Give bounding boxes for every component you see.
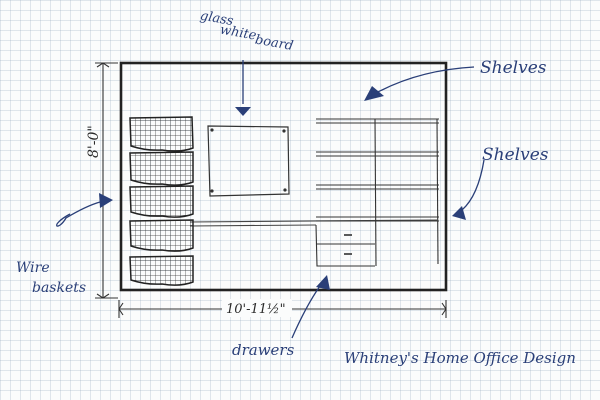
svg-text:glass: glass	[199, 9, 235, 30]
svg-text:white: white	[219, 23, 258, 44]
drawers-label: drawers	[232, 341, 295, 359]
shelves-side-label: Shelves	[482, 145, 549, 165]
wire-basket	[129, 151, 194, 186]
svg-text:Wire: Wire	[16, 260, 50, 276]
arrowhead-icon	[99, 193, 113, 208]
arrowhead-icon	[452, 206, 466, 220]
wire-basket	[129, 219, 194, 252]
height-dimension-label: 8'-0"	[86, 125, 102, 158]
desk-counter	[189, 219, 438, 227]
drawers-arrow	[291, 275, 330, 339]
arrowhead-icon	[316, 275, 330, 290]
shelves-top-arrow	[364, 66, 475, 101]
drawer-unit	[315, 224, 375, 267]
wire-baskets-label: Wire baskets	[16, 260, 86, 296]
svg-text:baskets: baskets	[32, 280, 86, 296]
shelves-top-label: Shelves	[480, 58, 547, 78]
wire-baskets	[129, 116, 194, 286]
height-dimension-line	[95, 62, 118, 299]
wire-baskets-arrow	[56, 193, 113, 227]
whiteboard-arrow	[235, 60, 251, 116]
width-dimension-label: 10'-11½"	[226, 302, 286, 317]
room-outline	[119, 61, 448, 292]
wire-basket	[129, 116, 194, 152]
glass-white-board	[207, 125, 290, 197]
shelves-side-arrow	[452, 159, 485, 220]
shelving-unit	[316, 118, 439, 267]
glass-white-board-label: glass white board	[199, 9, 294, 54]
arrowhead-icon	[235, 107, 251, 116]
wire-basket	[129, 255, 194, 286]
design-title: Whitney's Home Office Design	[344, 349, 576, 367]
svg-text:board: board	[254, 33, 294, 54]
arrowhead-icon	[364, 86, 384, 101]
wire-basket	[129, 185, 194, 218]
